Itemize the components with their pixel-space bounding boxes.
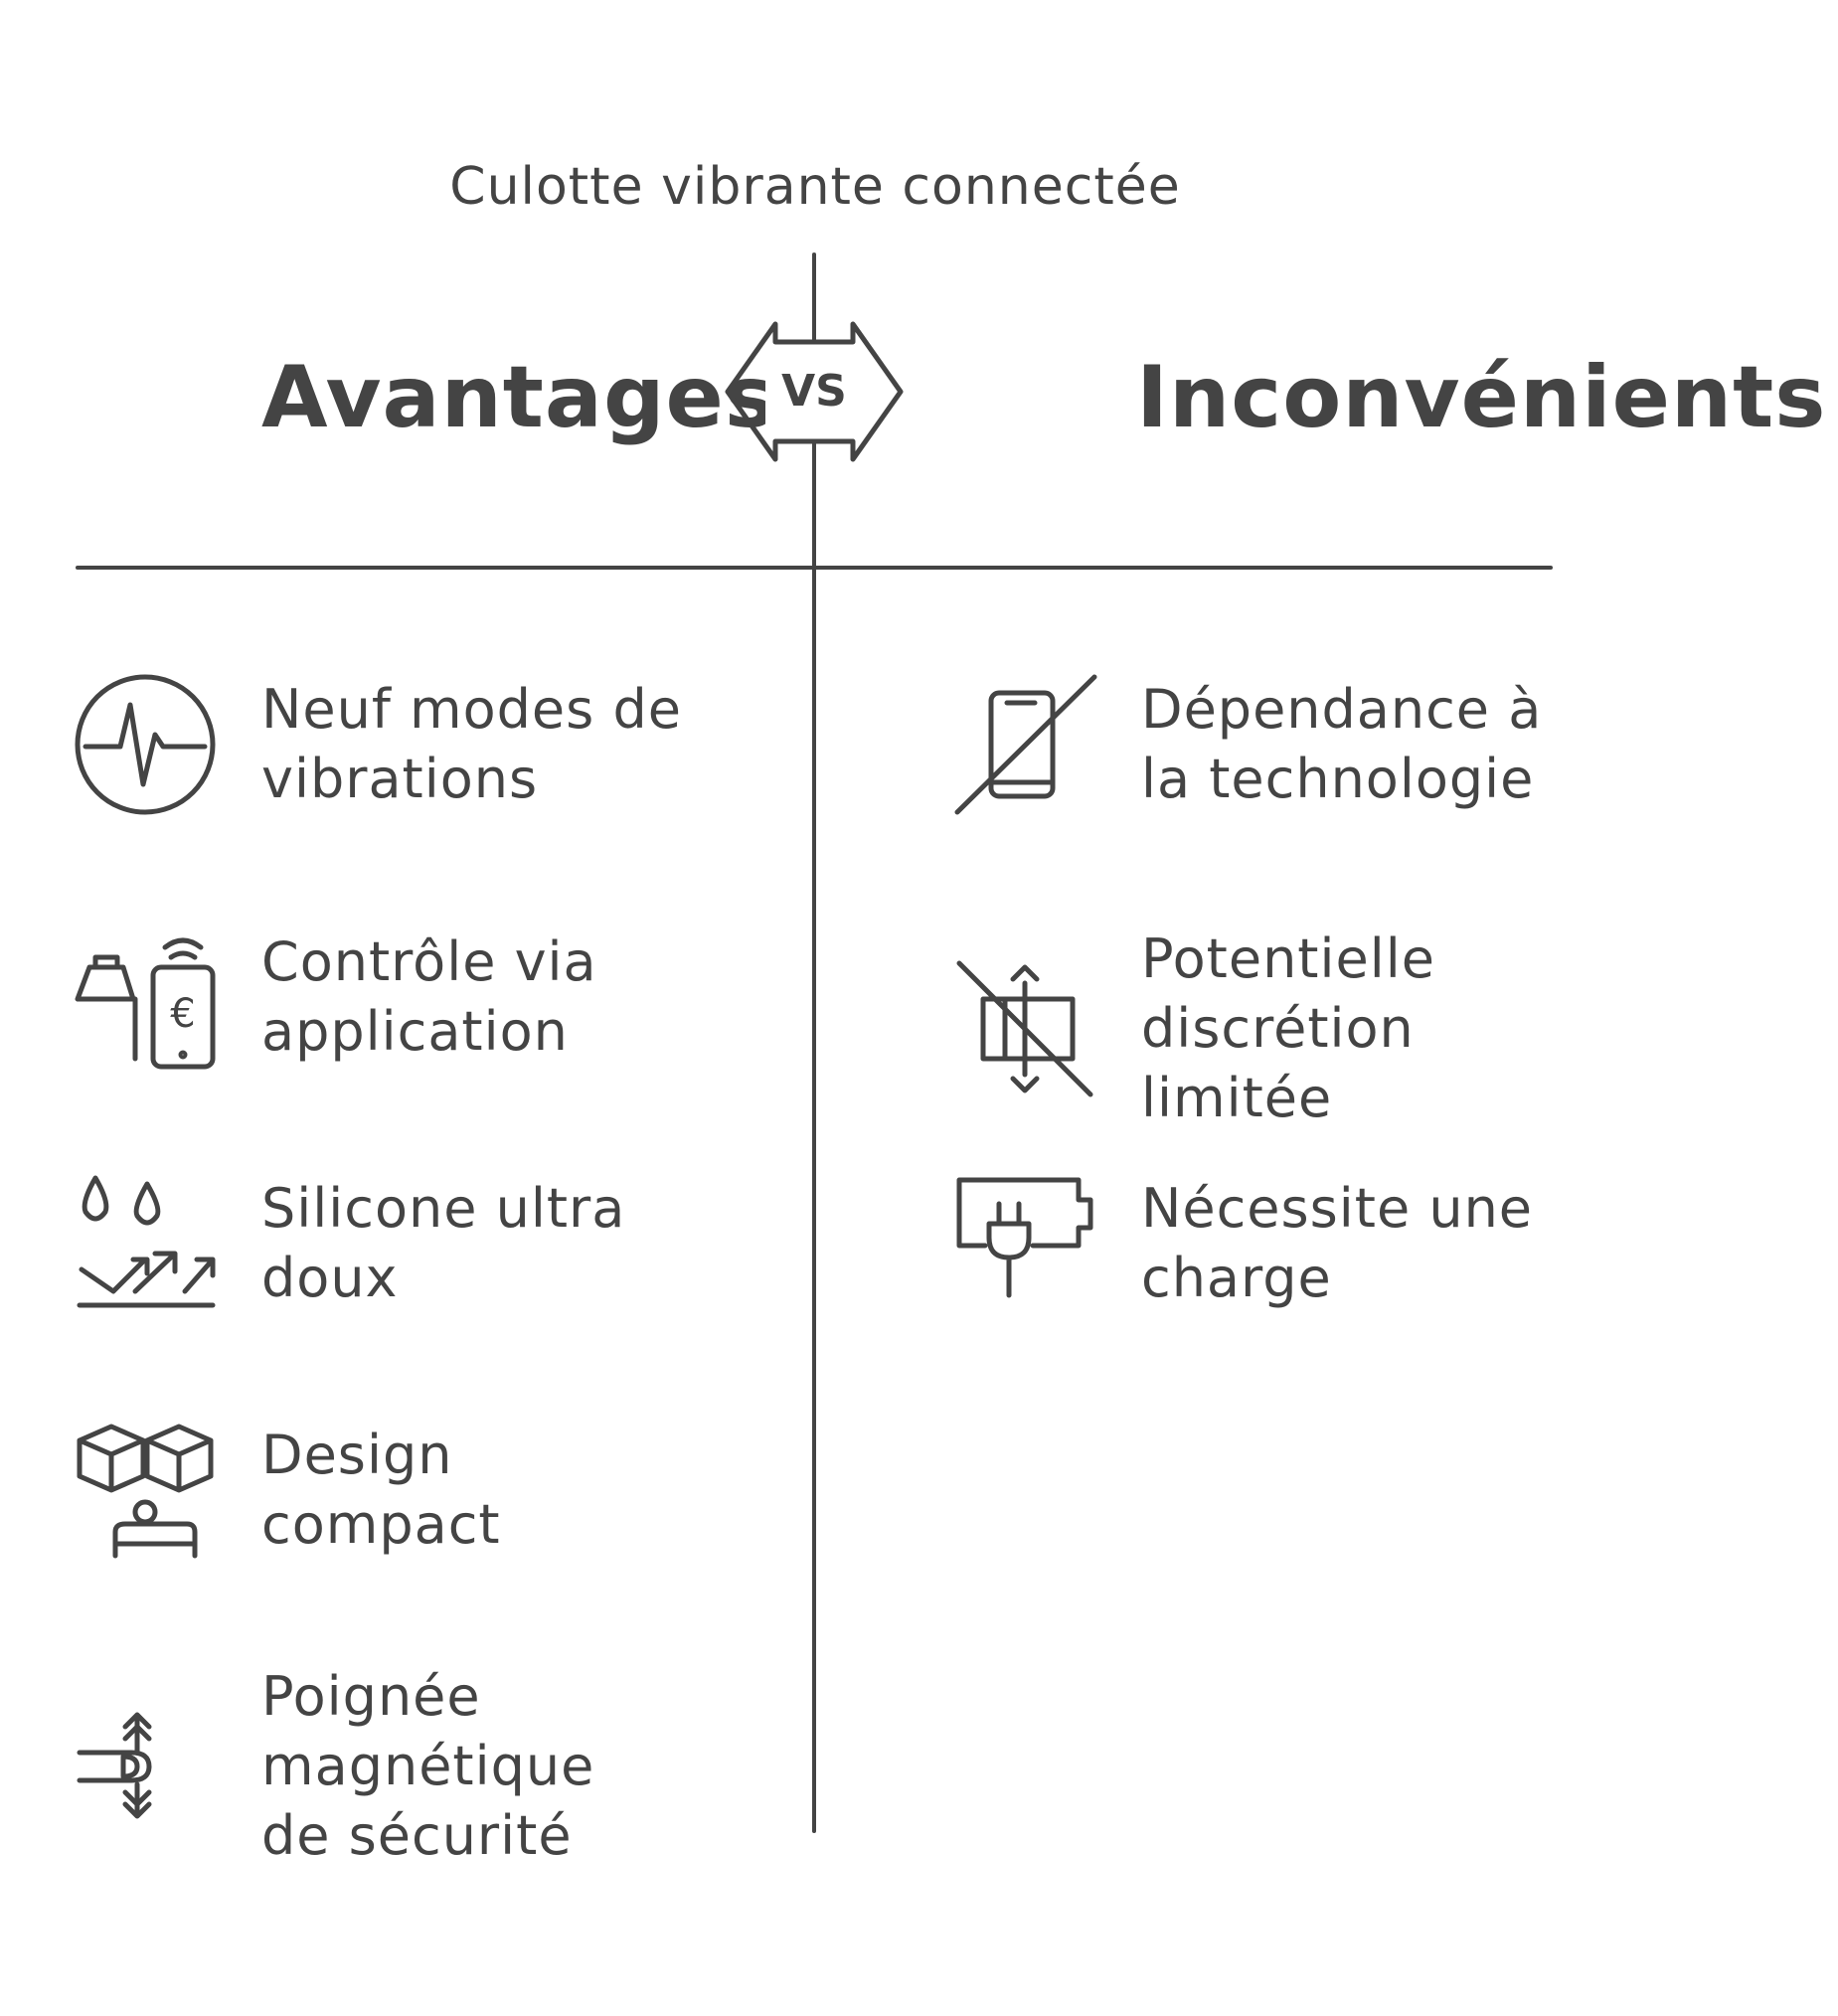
battery-charge-icon	[956, 1177, 1093, 1298]
heartbeat-pulse-icon	[75, 674, 216, 815]
item-text: Potentielle	[1141, 927, 1435, 990]
disadvantage-item: Nécessite une charge	[955, 1174, 1533, 1313]
advantage-item: € Contrôle via application	[75, 927, 597, 1070]
svg-text:VS: VS	[781, 366, 847, 417]
advantage-item: Neuf modes de vibrations	[75, 674, 682, 815]
disadvantages-heading: Inconvénients	[1136, 348, 1827, 447]
diagram-title: Culotte vibrante connectée	[449, 157, 1181, 217]
discretion-off-icon	[956, 960, 1093, 1097]
item-text: Nécessite une	[1141, 1177, 1534, 1240]
item-text: limitée	[1141, 1067, 1333, 1129]
item-text: Design	[261, 1424, 453, 1486]
item-text: la technologie	[1141, 748, 1535, 810]
svg-text:€: €	[170, 991, 195, 1037]
horizontal-divider	[76, 566, 1553, 570]
item-text: vibrations	[261, 748, 539, 810]
item-text: Poignée	[261, 1665, 481, 1728]
advantages-heading: Avantages	[261, 348, 777, 447]
item-text: Contrôle via	[261, 930, 597, 993]
advantage-item: Silicone ultra doux	[76, 1174, 625, 1313]
item-text: discrétion	[1141, 997, 1415, 1060]
disadvantage-item: Potentielle discrétion limitée	[955, 924, 1435, 1133]
vs-badge: VS	[725, 321, 904, 462]
compact-boxes-icon	[77, 1424, 214, 1559]
item-text: Silicone ultra	[261, 1177, 626, 1240]
advantage-item: Design compact	[76, 1421, 501, 1560]
advantage-item: Poignée magnétique de sécurité	[76, 1662, 594, 1871]
item-text: doux	[261, 1247, 399, 1309]
item-text: magnétique	[261, 1735, 595, 1797]
item-text: compact	[261, 1493, 501, 1556]
disadvantage-item: Dépendance à la technologie	[954, 674, 1543, 815]
soft-droplets-icon	[77, 1175, 216, 1308]
item-text: application	[261, 1000, 569, 1063]
item-text: Neuf modes de	[261, 678, 682, 741]
magnetic-handle-icon	[77, 1712, 152, 1819]
item-text: Dépendance à	[1141, 678, 1543, 741]
item-text: de sécurité	[261, 1804, 573, 1867]
phone-off-icon	[954, 674, 1097, 815]
vertical-divider	[812, 252, 816, 1833]
app-payment-phone-icon: €	[75, 937, 216, 1070]
item-text: charge	[1141, 1247, 1332, 1309]
